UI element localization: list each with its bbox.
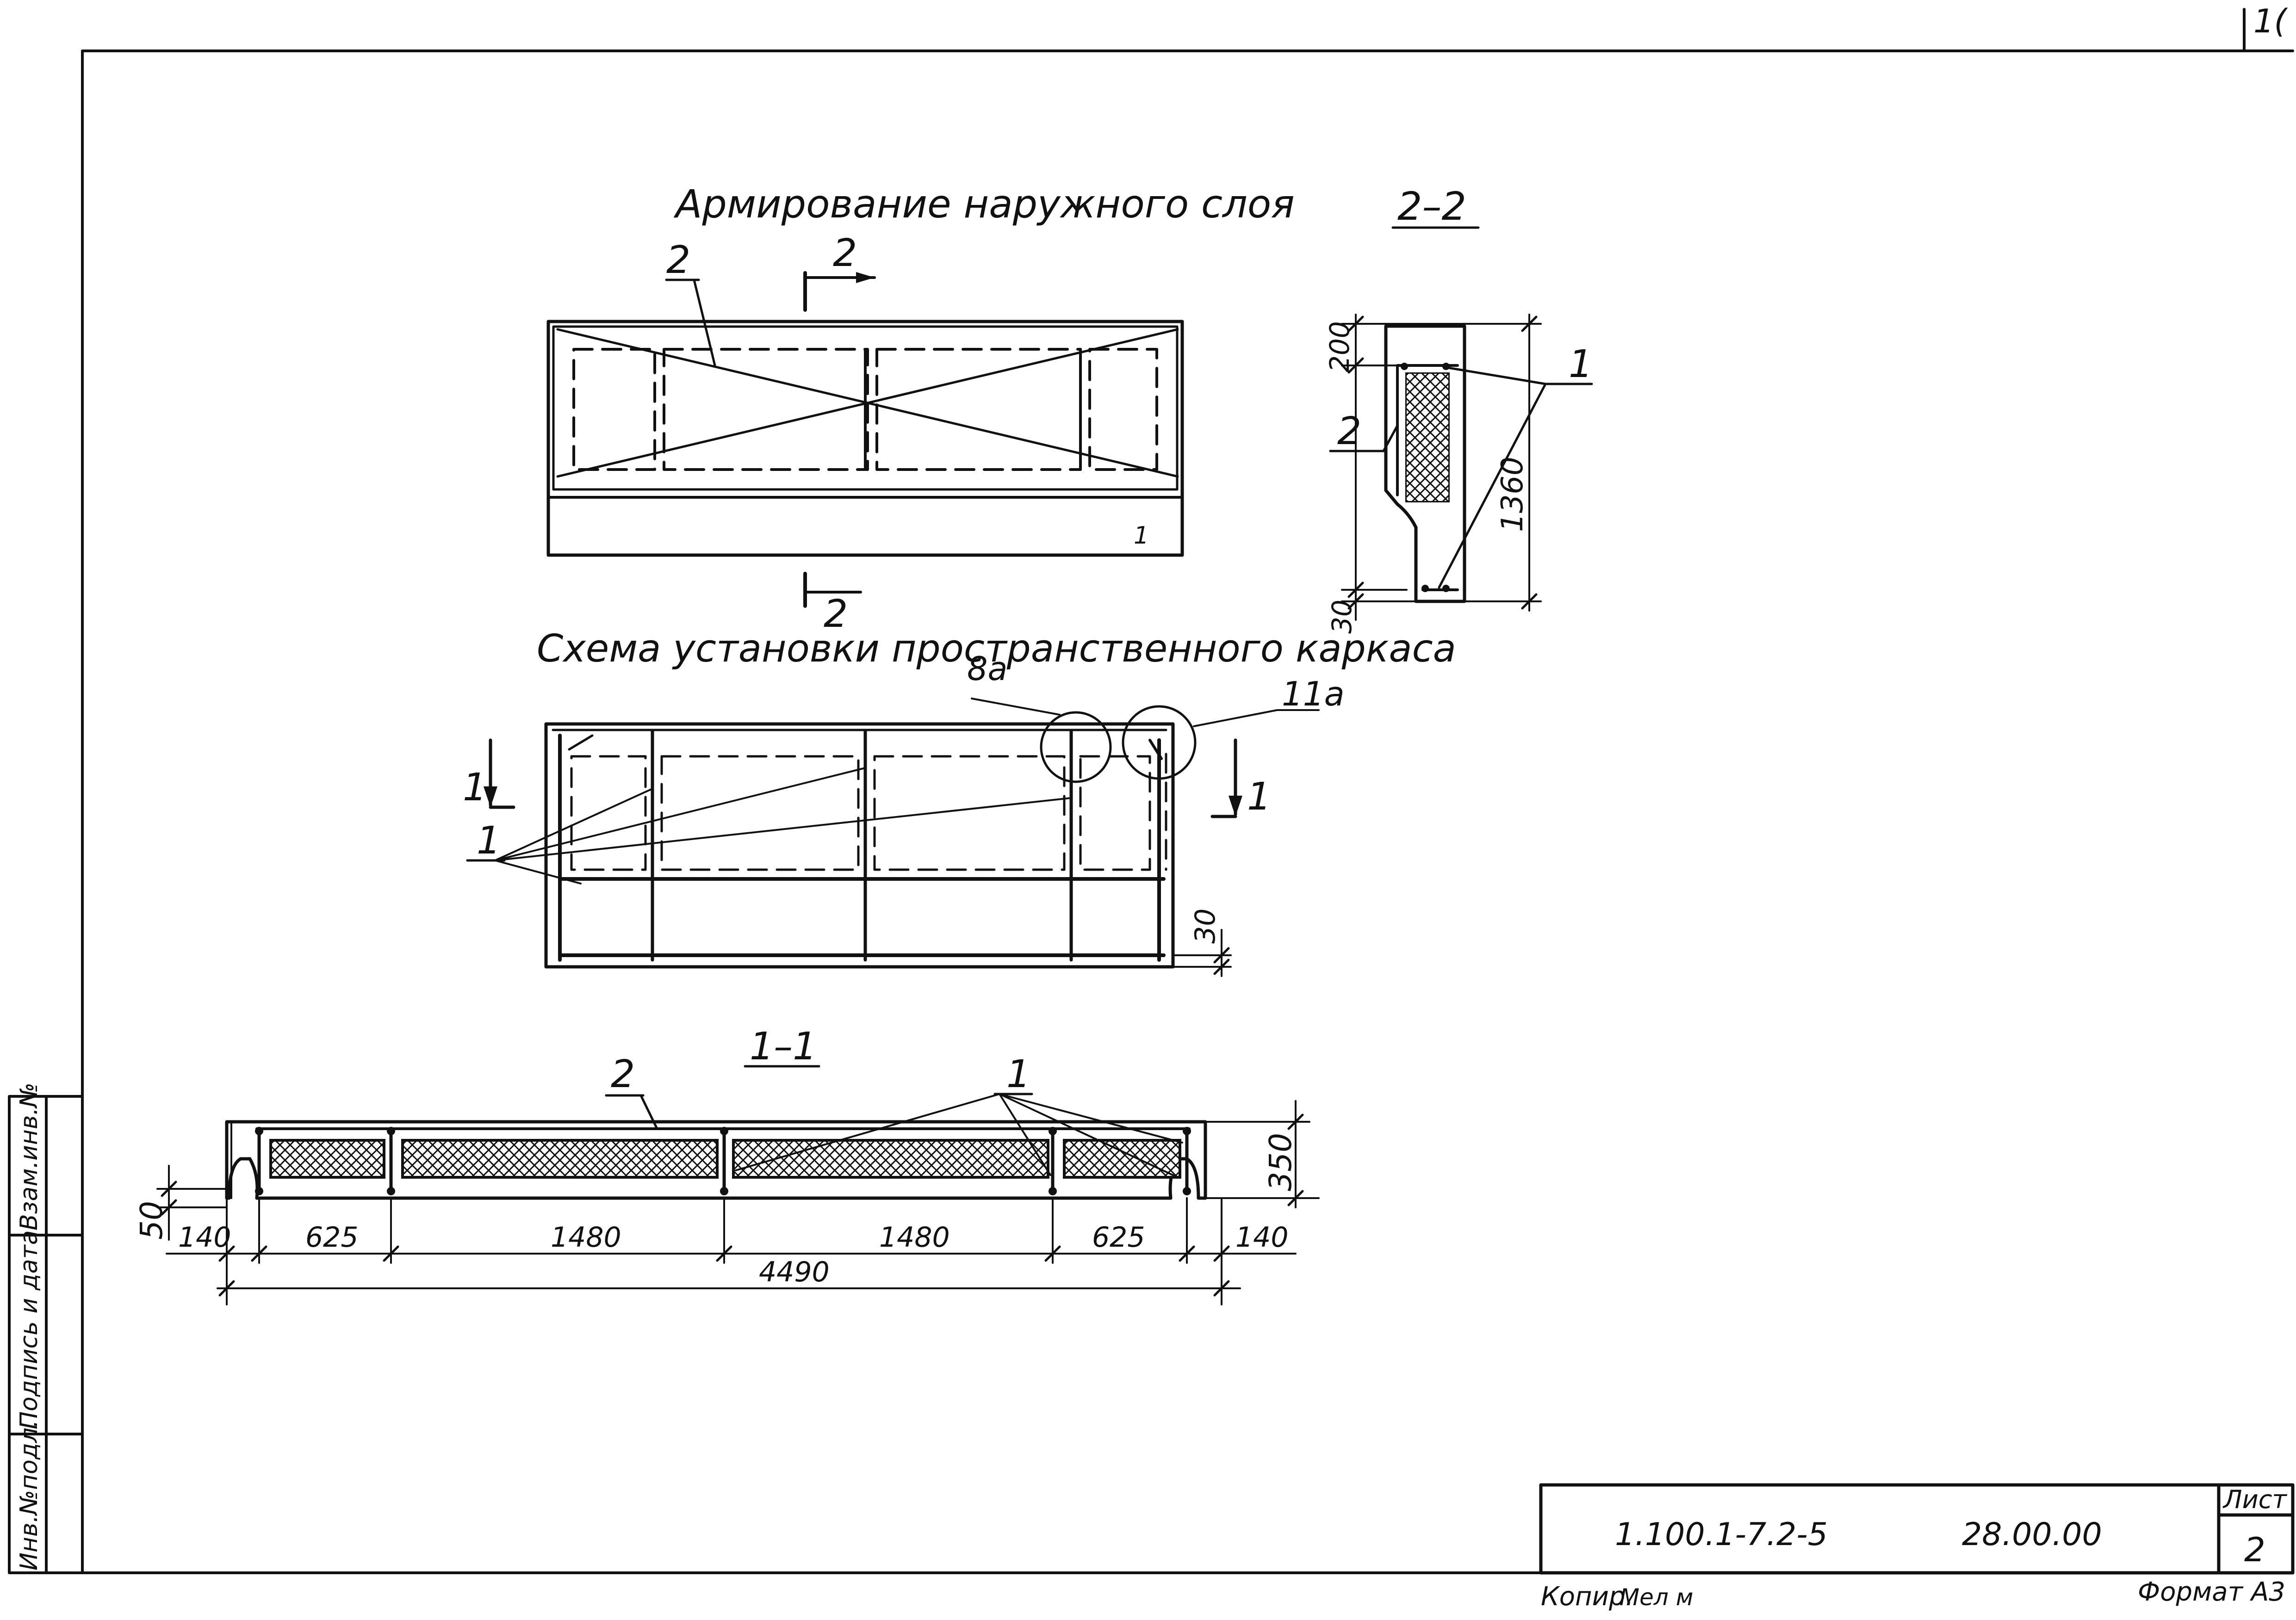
side-stamp-inv-number: Инв.№подл. [15,1420,43,1571]
section-2-2-dim-1360: 1360 [1496,457,1530,532]
outer-layer-mark-2: 2 [666,238,690,282]
title-block [1539,1483,2295,1575]
section-1-1-dim-1480-left: 1480 [551,1221,621,1254]
title-section-2-2: 2–2 [1397,184,1466,229]
outer-layer-view [546,271,1184,608]
section-1-1-mark-2: 2 [611,1052,635,1096]
footer-copied-sign: Мел м [1620,1584,1693,1611]
side-stamp-replace-inv: Взам.инв.№ [15,1082,43,1230]
section-2-2-mark-2: 2 [1337,409,1361,453]
frame-dim-30: 30 [1189,909,1222,944]
frame-cut-left: 1 [463,766,487,810]
outer-layer-cut-bottom: 2 [824,592,848,636]
section-1-1-dim-50: 50 [134,1201,169,1240]
section-1-1-dim-625-right: 625 [1092,1221,1145,1254]
frame-node-8a: 8а [967,650,1007,688]
section-2-2-dim-30: 30 [1326,600,1358,634]
title-block-doc-number: 28.00.00 [1962,1516,2102,1553]
section-1-1-dim-total: 4490 [759,1256,830,1288]
section-1-1-dim-1480-right: 1480 [879,1221,950,1254]
frame-scheme-view [466,698,1320,977]
title-section-1-1: 1–1 [750,1025,817,1069]
sheet-frame [81,8,2294,1574]
section-1-1-mark-1: 1 [1006,1052,1030,1096]
section-1-1-dim-140-left: 140 [178,1221,231,1254]
frame-cut-right: 1 [1247,775,1271,819]
side-stamp [8,1095,84,1574]
title-block-doc-code: 1.100.1-7.2-5 [1615,1516,1828,1553]
frame-mark-1: 1 [477,819,501,863]
side-stamp-signature-date: Подпись и дата [15,1230,43,1429]
title-outer-layer: Армирование наружного слоя [673,181,1295,227]
section-1-1-dim-350: 350 [1263,1133,1298,1191]
footer-copied: Копир. [1541,1582,1633,1612]
section-2-2-dim-200: 200 [1324,321,1355,372]
frame-node-11a: 11а [1282,674,1345,713]
corner-mark: 1( [2253,2,2288,40]
footer-format: Формат А3 [2138,1577,2285,1607]
section-2-2-view [1329,314,1593,621]
section-1-1-dim-625-left: 625 [305,1221,359,1254]
section-1-1-view [156,1093,1320,1305]
outer-layer-cut-top: 2 [833,231,857,275]
section-2-2-mark-1: 1 [1569,342,1593,386]
outer-layer-corner-mark: 1 [1134,522,1149,550]
title-block-sheet-number: 2 [2244,1530,2265,1569]
title-block-sheet-label: Лист [2222,1485,2287,1514]
section-1-1-dim-140-right: 140 [1235,1221,1289,1254]
title-frame-scheme: Схема установки пространственного каркас… [537,627,1456,671]
